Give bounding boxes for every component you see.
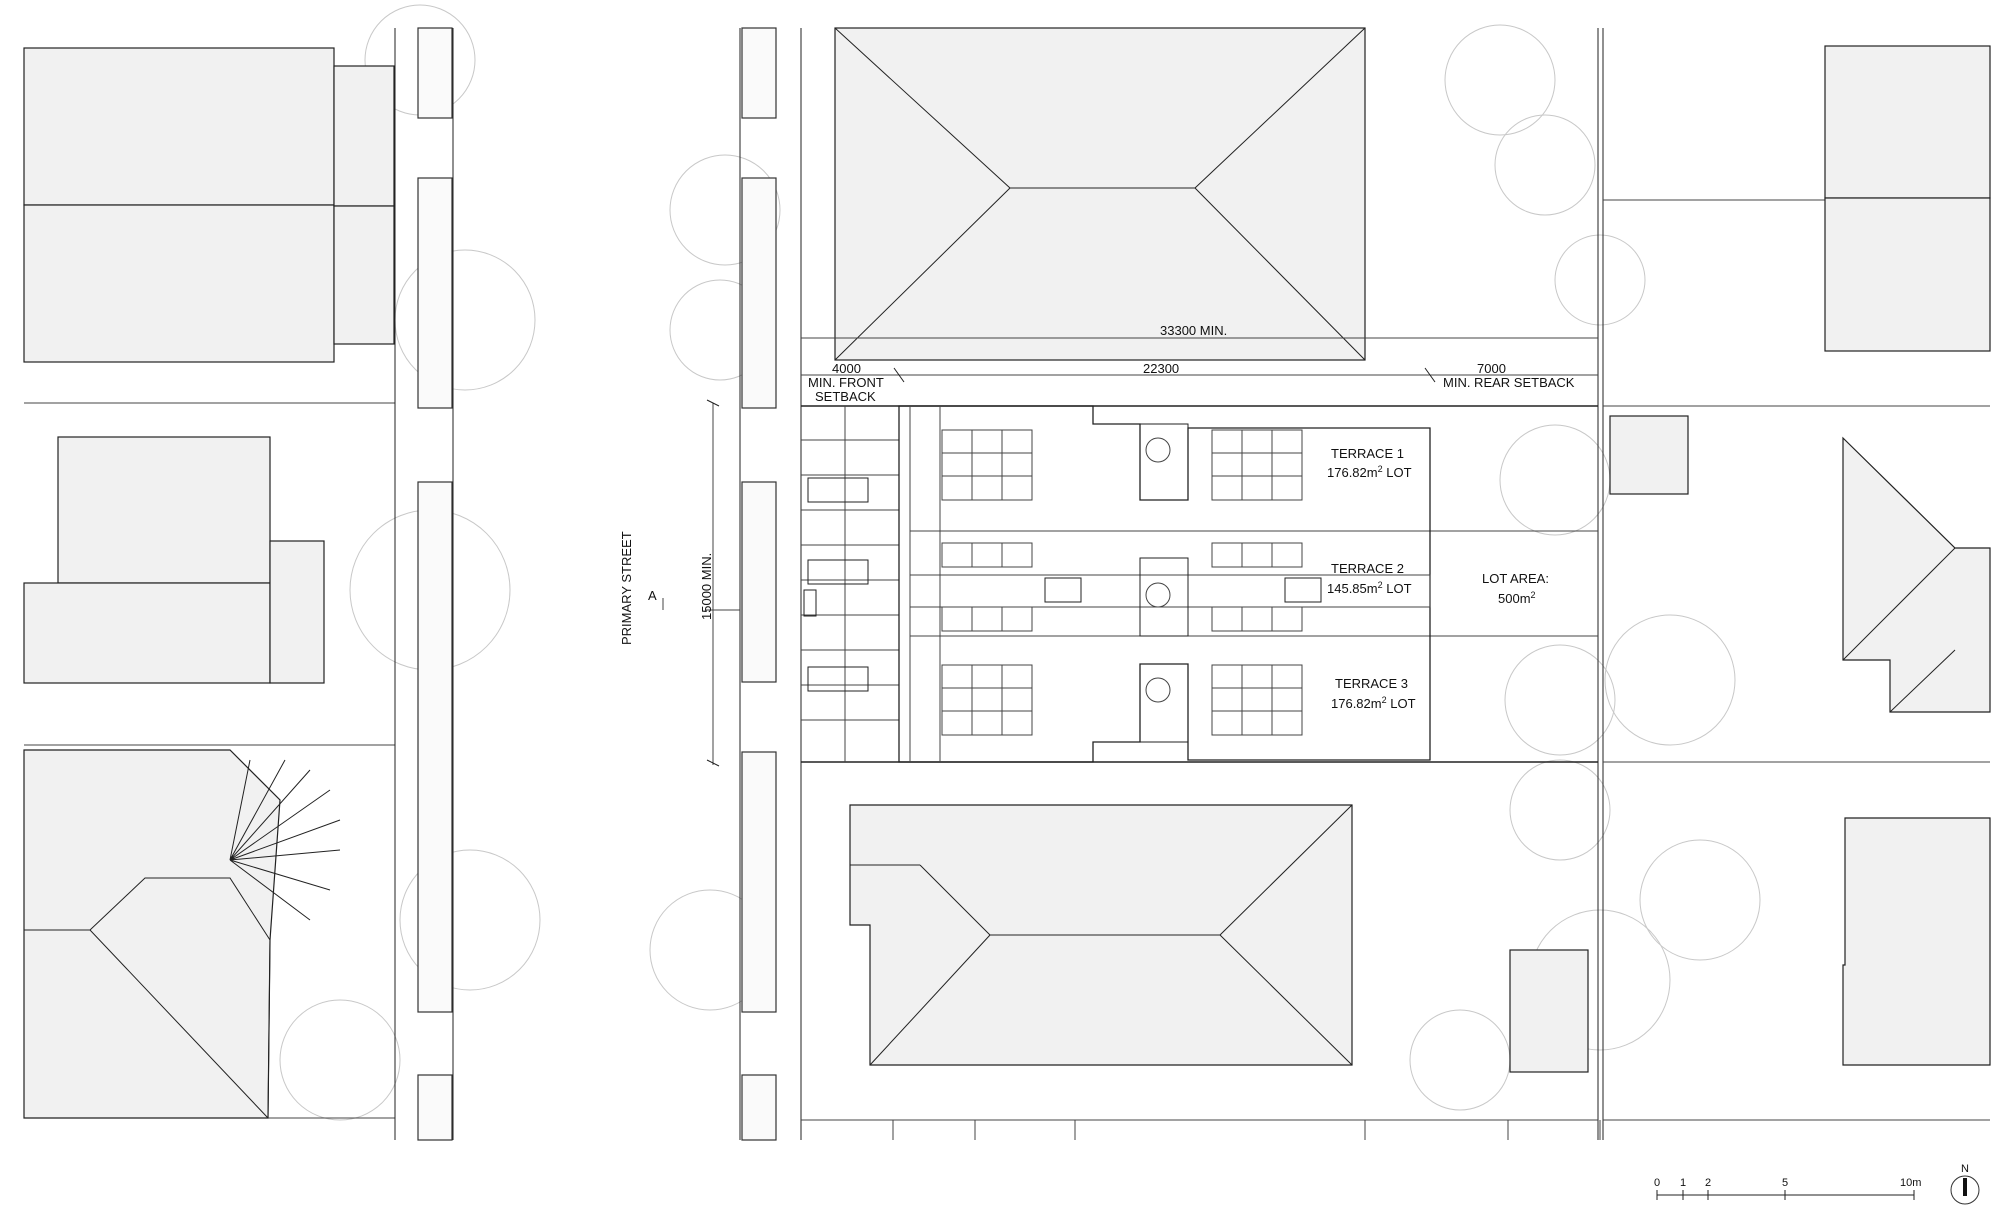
scale-tick-10: 10m	[1900, 1177, 1921, 1189]
terrace-3-label: TERRACE 3 176.82m2 LOT	[1331, 676, 1416, 711]
section-marker: A	[648, 588, 657, 603]
north-arrow-icon: N	[1950, 1163, 1980, 1205]
lot-area-label: LOT AREA: 500m2	[1482, 571, 1549, 606]
terrace-1-area: 176.82m2 LOT	[1327, 464, 1412, 480]
front-setback-label-1: MIN. FRONT	[808, 375, 884, 390]
dimension-lines	[662, 337, 1598, 767]
rear-dimension-value: 7000	[1477, 361, 1506, 376]
street-verges	[394, 27, 802, 1141]
lot-area-value: 500m2	[1498, 590, 1536, 606]
front-setback-label-2: SETBACK	[815, 389, 876, 404]
terrace-2-name: TERRACE 2	[1331, 561, 1404, 576]
scale-tick-5: 5	[1782, 1177, 1788, 1189]
scale-tick-1: 1	[1680, 1177, 1686, 1189]
middle-dimension-value: 22300	[1143, 361, 1179, 376]
south-fences	[801, 1119, 1598, 1140]
north-neighbour-house	[834, 27, 1366, 361]
subject-lot	[800, 405, 1598, 763]
terrace-1-name: TERRACE 1	[1331, 446, 1404, 461]
terrace-2-area: 145.85m2 LOT	[1327, 580, 1412, 596]
terrace-3-area: 176.82m2 LOT	[1331, 695, 1416, 711]
overall-dimension: 33300 MIN.	[1160, 323, 1227, 338]
right-block	[1597, 28, 1991, 1140]
rear-setback-label: MIN. REAR SETBACK	[1443, 375, 1575, 390]
south-neighbour-house	[849, 804, 1589, 1073]
scale-tick-2: 2	[1705, 1177, 1711, 1189]
terrace-1-label: TERRACE 1 176.82m2 LOT	[1327, 446, 1412, 480]
primary-street-label: PRIMARY STREET	[619, 531, 634, 645]
skylights	[941, 429, 1303, 736]
left-block	[23, 47, 395, 1119]
scale-tick-0: 0	[1654, 1177, 1660, 1189]
lot-area-title: LOT AREA:	[1482, 571, 1549, 586]
front-dimension-value: 4000	[832, 361, 861, 376]
terrace-2-label: TERRACE 2 145.85m2 LOT	[1327, 561, 1412, 596]
width-dimension: 15000 MIN.	[699, 553, 714, 620]
north-label: N	[1961, 1163, 1969, 1175]
scale-bar: 0 1 2 5 10m	[1654, 1177, 1921, 1200]
terrace-3-name: TERRACE 3	[1335, 676, 1408, 691]
